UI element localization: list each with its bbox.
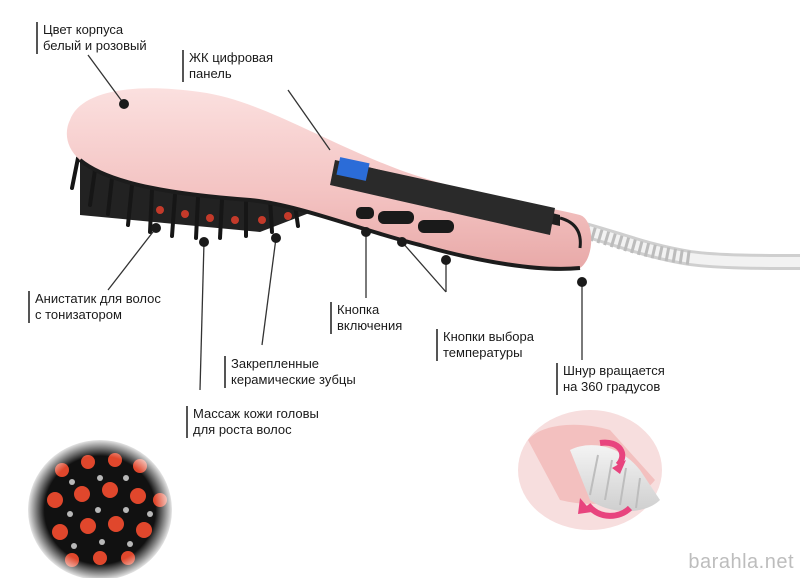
callout-temp-buttons: Кнопки выбора температуры: [436, 329, 534, 361]
callout-line: Цвет корпуса: [43, 22, 124, 37]
callout-line: ЖК цифровая: [189, 50, 274, 65]
callout-line: панель: [189, 66, 232, 81]
brush-body: [66, 88, 592, 271]
callout-line: Шнур вращается: [563, 363, 665, 378]
callout-cord: Шнур вращается на 360 градусов: [556, 363, 665, 395]
callout-line: для роста волос: [193, 422, 292, 437]
power-cord: [563, 217, 800, 270]
callout-line: Кнопки выбора: [443, 329, 534, 344]
callout-lcd-panel: ЖК цифровая панель: [182, 50, 273, 82]
callout-line: Массаж кожи головы: [193, 406, 319, 421]
callout-line: Закрепленные: [231, 356, 320, 371]
callout-massage: Массаж кожи головы для роста волос: [186, 406, 319, 438]
callout-line: Анистатик для волос: [35, 291, 161, 306]
callout-antistatic: Анистатик для волос с тонизатором: [28, 291, 161, 323]
watermark: barahla.net: [688, 551, 794, 573]
callout-body-color: Цвет корпуса белый и розовый: [36, 22, 147, 54]
callout-line: включения: [337, 318, 403, 333]
callout-line: Кнопка: [337, 302, 380, 317]
callout-power-button: Кнопка включения: [330, 302, 402, 334]
bristle-closeup: [26, 438, 174, 578]
callout-line: на 360 градусов: [563, 379, 661, 394]
cord-closeup: [518, 410, 662, 530]
callout-ceramic-teeth: Закрепленные керамические зубцы: [224, 356, 356, 388]
callout-dots: [119, 99, 587, 287]
callout-line: белый и розовый: [43, 38, 147, 53]
rotate-arrow-icon: [578, 498, 592, 514]
callout-line: с тонизатором: [35, 307, 122, 322]
leader-lines: [87, 54, 583, 391]
callout-line: температуры: [443, 345, 523, 360]
callout-line: керамические зубцы: [231, 372, 356, 387]
rotate-arrow-icon: [612, 460, 626, 474]
